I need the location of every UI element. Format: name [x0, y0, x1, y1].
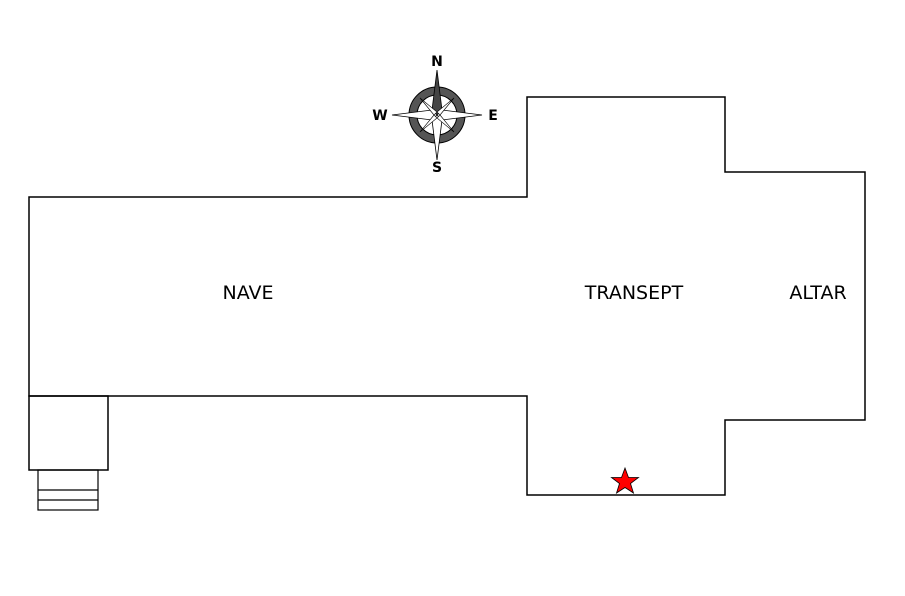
compass-south: S [432, 160, 442, 176]
transept-label: TRANSEPT [584, 282, 684, 304]
church-outline [28, 96, 866, 496]
star-icon [610, 466, 640, 494]
compass-north: N [431, 54, 443, 70]
compass-rose-icon: N S W E [372, 54, 498, 176]
nave-label: NAVE [223, 282, 274, 304]
altar-label: ALTAR [789, 282, 846, 304]
entrance-steps [37, 469, 99, 511]
compass-west: W [372, 108, 387, 124]
compass-east: E [488, 108, 498, 124]
tower [28, 395, 109, 471]
